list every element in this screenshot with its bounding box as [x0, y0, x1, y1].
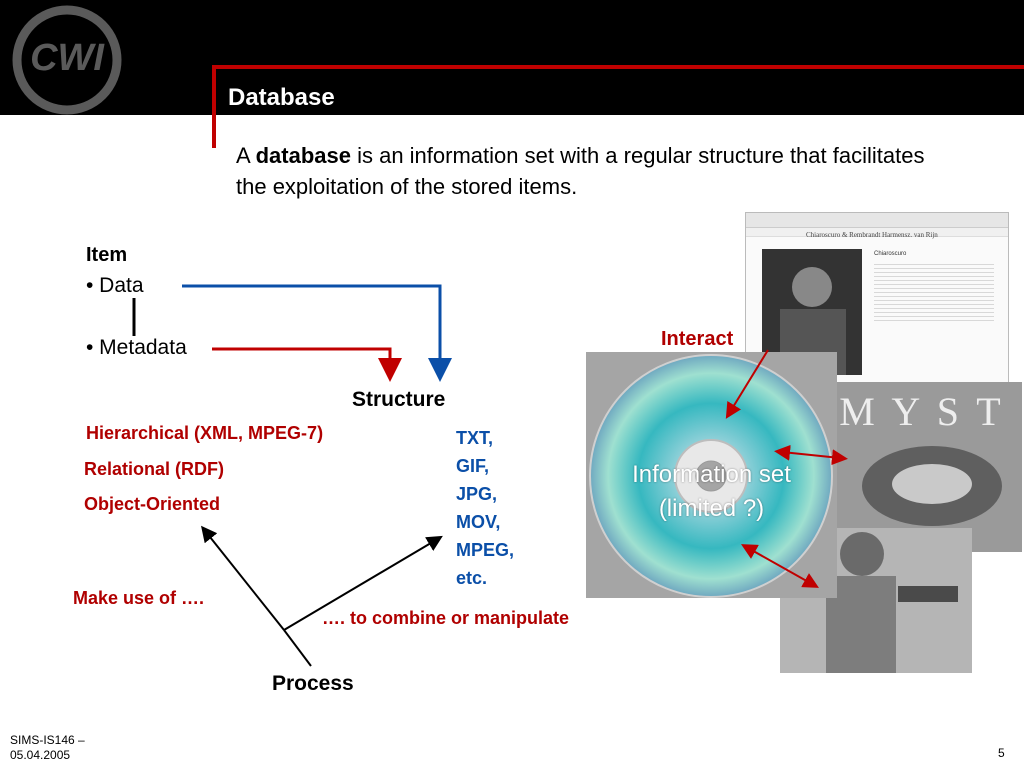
screenshot-sidebar-title: Chiaroscuro	[874, 251, 907, 257]
metadata-to-structure-arrow	[212, 347, 402, 382]
title-accent-vertical	[212, 65, 216, 148]
process-heading: Process	[272, 672, 354, 695]
format-item: TXT,	[456, 428, 494, 448]
information-set-line1: Information set	[632, 461, 791, 488]
data-to-structure-arrow	[182, 284, 452, 382]
format-item: MOV,	[456, 512, 501, 532]
process-line	[283, 629, 312, 667]
footer-course: SIMS-IS146 – 05.04.2005	[10, 733, 85, 763]
item-data: • Data	[86, 274, 144, 297]
footer-course-line1: SIMS-IS146 –	[10, 733, 85, 747]
lara-arrow	[741, 544, 819, 588]
screenshot-text-lines	[874, 261, 994, 321]
interact-label: Interact	[661, 328, 734, 350]
format-list: TXT, GIF, JPG, MOV, MPEG, etc.	[456, 424, 514, 592]
intro-bold: database	[255, 143, 351, 168]
intro-rest: is an information set with a regular str…	[236, 143, 925, 199]
object-oriented-label: Object-Oriented	[84, 494, 221, 514]
format-item: GIF,	[456, 456, 490, 476]
intro-prefix: A	[236, 143, 256, 168]
format-item: JPG,	[456, 484, 498, 504]
myst-game-image: M Y S T	[822, 382, 1022, 552]
slide-header	[0, 0, 1024, 115]
information-set-label: Information set (limited ?)	[586, 458, 837, 526]
information-set-line2: (limited ?)	[658, 495, 765, 522]
title-accent-line	[213, 65, 1024, 69]
item-heading: Item	[86, 244, 128, 266]
format-item: MPEG,	[456, 540, 515, 560]
footer-course-line2: 05.04.2005	[10, 748, 71, 762]
make-use-arrow	[201, 525, 285, 631]
relational-label: Relational (RDF)	[84, 459, 225, 479]
page-title: Database	[228, 84, 335, 111]
screenshot-page-heading: Chiaroscuro & Rembrandt Harmensz. van Ri…	[806, 231, 938, 239]
cwi-logo: CWI	[12, 5, 122, 115]
myst-title: M Y S T	[839, 389, 1005, 434]
intro-text: A database is an information set with a …	[236, 140, 956, 202]
structure-heading: Structure	[352, 388, 446, 411]
make-use-label: Make use of ….	[73, 588, 205, 608]
cd-disc	[589, 354, 833, 598]
item-metadata: • Metadata	[86, 336, 187, 359]
combine-label: …. to combine or manipulate	[322, 608, 570, 628]
page-number: 5	[998, 746, 1005, 760]
myst-arrow	[774, 444, 848, 466]
hierarchical-label: Hierarchical (XML, MPEG-7)	[86, 423, 324, 443]
svg-text:CWI: CWI	[30, 37, 105, 79]
combine-arrow	[283, 535, 443, 631]
interact-arrow	[725, 349, 769, 419]
format-item: etc.	[456, 568, 488, 588]
